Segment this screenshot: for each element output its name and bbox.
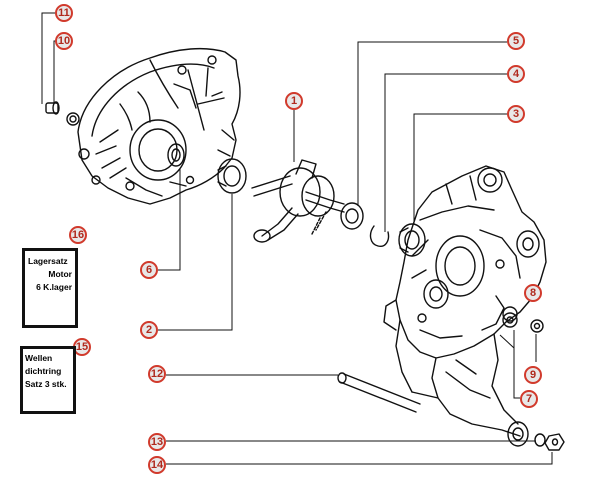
nut-part-9 <box>530 319 544 333</box>
callout-14: 14 <box>148 456 166 474</box>
bearing-set-line-1: Lagersatz <box>28 256 68 266</box>
callout-5: 5 <box>507 32 525 50</box>
callout-4: 4 <box>507 65 525 83</box>
callout-2: 2 <box>140 321 158 339</box>
callout-7: 7 <box>520 390 538 408</box>
swingarm-shaft-part-12 <box>337 372 421 413</box>
bearing-set-line-2: Motor <box>48 269 72 279</box>
bearing-set-line-3: 6 K.lager <box>36 282 72 292</box>
crankshaft-part-1 <box>251 159 345 243</box>
washer-part-8 <box>502 312 518 328</box>
callout-16: 16 <box>69 226 87 244</box>
leader-lines <box>41 12 553 465</box>
left-crankcase-half <box>77 47 241 205</box>
callout-15: 15 <box>73 338 91 356</box>
right-crankcase-half <box>383 165 547 447</box>
main-bearing-part-2 <box>217 158 247 194</box>
callout-9: 9 <box>524 366 542 384</box>
callout-1: 1 <box>285 92 303 110</box>
callout-8: 8 <box>524 284 542 302</box>
shaft-seal-part-6 <box>167 143 185 167</box>
bearing-set-box: Lagersatz Motor 6 K.lager <box>22 248 78 328</box>
shaft-seal-line-3: Satz 3 stk. <box>25 379 67 389</box>
seal-part-5 <box>340 202 364 230</box>
callout-13: 13 <box>148 433 166 451</box>
callout-12: 12 <box>148 365 166 383</box>
callout-10: 10 <box>55 32 73 50</box>
shaft-seal-box: Wellen dichtring Satz 3 stk. <box>20 346 76 414</box>
washer-part-13 <box>534 433 546 447</box>
callout-6: 6 <box>140 261 158 279</box>
shaft-seal-line-2: dichtring <box>25 366 62 376</box>
callout-11: 11 <box>55 4 73 22</box>
callout-3: 3 <box>507 105 525 123</box>
screw-and-washer <box>45 101 80 126</box>
circlip-part-4 <box>369 225 390 247</box>
nut-part-14 <box>544 433 565 451</box>
shaft-seal-line-1: Wellen <box>25 353 53 363</box>
